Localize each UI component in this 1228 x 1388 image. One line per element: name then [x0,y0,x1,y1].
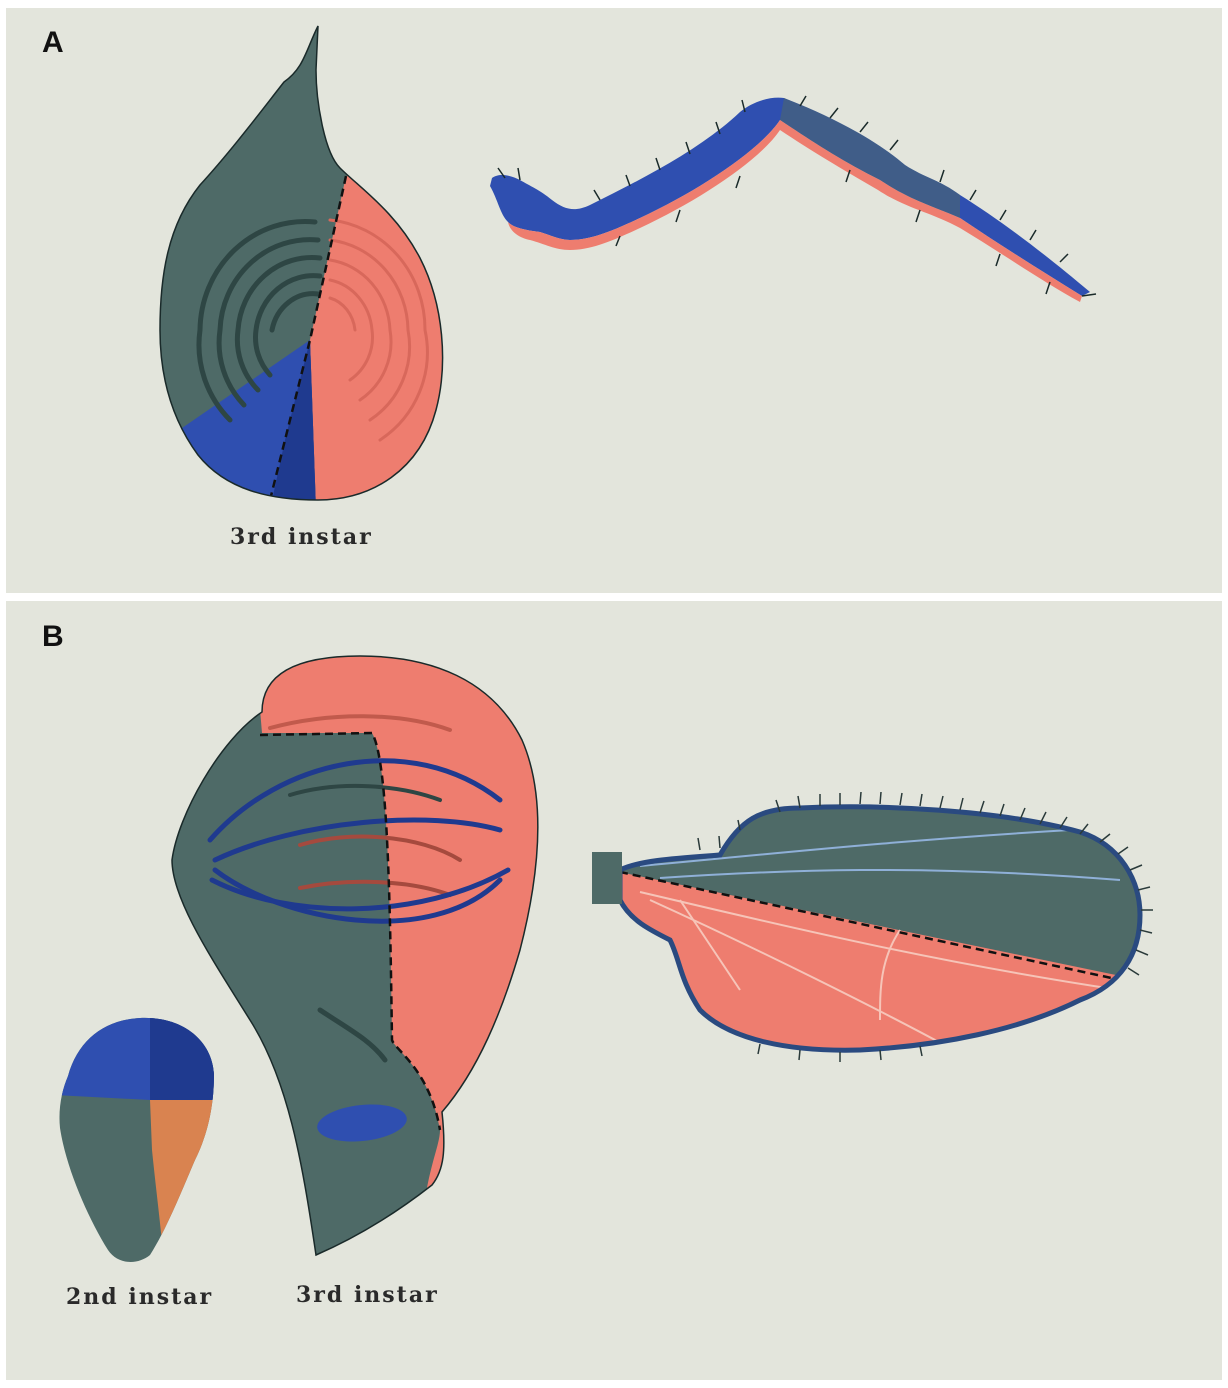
panel-b-letter: B [42,620,64,654]
small-disc-orange-region [150,1100,225,1270]
wing-hinge [592,852,622,904]
panel-a-disc-caption: 3rd instar [230,524,373,550]
panel-b-small-disc-caption: 2nd instar [66,1284,213,1310]
panel-a-letter: A [42,26,64,60]
leg-disc [150,20,460,510]
small-wing-disc [55,1010,225,1270]
adult-wing [592,792,1160,1062]
adult-leg [490,96,1096,302]
small-disc-dark-blue-region [150,1010,225,1100]
leg-gray-region [780,98,960,218]
large-wing-disc [160,650,560,1270]
panel-b-large-disc-caption: 3rd instar [296,1282,439,1308]
